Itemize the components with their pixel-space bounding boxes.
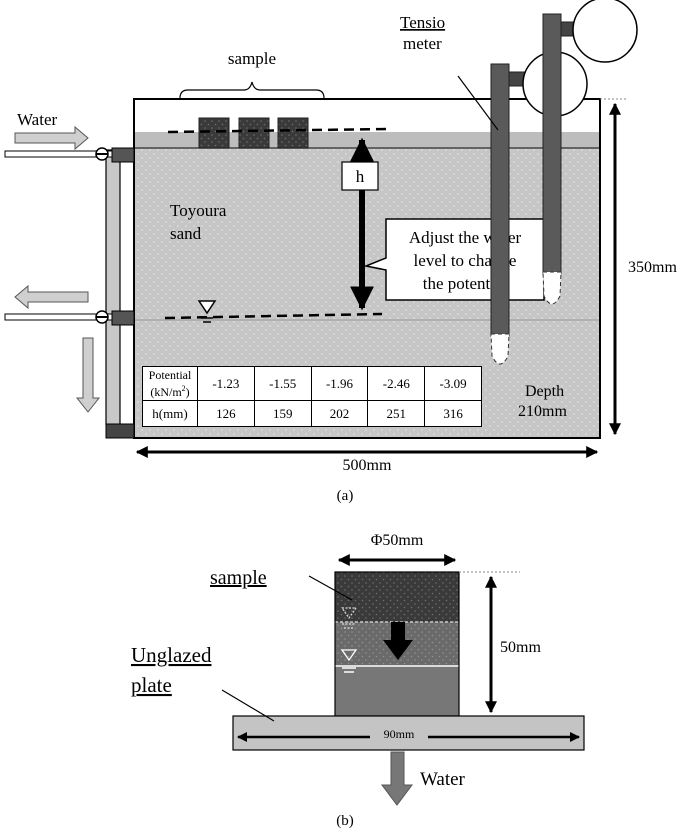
table-cell: -1.23: [197, 366, 255, 401]
water-in-arrow-icon: [14, 125, 89, 151]
unglazed-label-line2: plate: [131, 673, 172, 697]
drain-down-arrow-icon: [75, 337, 101, 413]
figure-b: Φ50mm 50mm sample 90mm Unglazed plate Wa…: [131, 532, 585, 829]
h-label: h: [356, 167, 365, 186]
tank-outline: [133, 98, 601, 439]
sample-cell-3: [277, 117, 309, 149]
caption-b: (b): [336, 813, 354, 829]
table-cell: -1.55: [253, 366, 312, 401]
table-row: Potential (kN/m2) -1.23 -1.55 -1.96 -2.4…: [142, 366, 482, 401]
table-cell: -3.09: [424, 366, 482, 401]
drainage-arrow-icon: [383, 622, 413, 660]
upper-water-symbol-icon: [340, 607, 358, 620]
upper-connector: [111, 147, 135, 163]
table-cell: 202: [310, 400, 369, 427]
sample-cell-1: [198, 117, 230, 149]
height-dimension-label: 350mm: [628, 259, 677, 276]
table-cell: 251: [367, 400, 426, 427]
water-b-label: Water: [420, 769, 466, 790]
table-row: h(mm) 126 159 202 251 316: [142, 400, 482, 427]
water-label: Water: [17, 110, 57, 129]
h-label-box: [341, 161, 379, 191]
tensio-label-line1: Tensio: [400, 13, 445, 32]
tensiometer-left: [490, 51, 588, 365]
width-dimension-label: 500mm: [343, 457, 392, 474]
sample-b-leader-line: [308, 575, 353, 601]
sample-cell-2: [238, 117, 270, 149]
standpipe-base: [105, 423, 135, 439]
table-cell: 316: [424, 400, 482, 427]
tensio-label-line2: meter: [403, 34, 442, 53]
column-height-label: 50mm: [500, 639, 541, 656]
caption-a: (a): [337, 488, 354, 504]
plate-width-label: 90mm: [384, 727, 415, 741]
sample-b-label: sample: [210, 567, 267, 589]
tensio-leader-line: [457, 75, 499, 131]
upper-level-dashed-line: [167, 127, 389, 134]
figure-a: Water sample h Adjust the water level to…: [4, 0, 677, 504]
unglazed-leader-line: [221, 689, 275, 722]
sample-column-top: [335, 572, 459, 622]
lower-water-symbol-icon: [340, 649, 358, 662]
tensiometer-right: [542, 0, 638, 305]
sample-column-bottom: [335, 666, 459, 716]
sample-label: sample: [228, 49, 276, 68]
toyoura-label-line2: sand: [170, 224, 202, 243]
depth-label-line1: Depth: [525, 383, 564, 400]
potential-table-container: Potential (kN/m2) -1.23 -1.55 -1.96 -2.4…: [142, 366, 482, 427]
table-header-h: h(mm): [142, 400, 198, 427]
adjust-callout-line3: the potential: [423, 274, 508, 293]
table-header-potential: Potential (kN/m2): [142, 366, 198, 401]
water-out-b-arrow-icon: [381, 751, 413, 806]
water-table-symbol-icon: [197, 300, 217, 315]
lower-connector: [111, 310, 135, 326]
sample-bracket: [179, 81, 325, 99]
unglazed-label-line1: Unglazed: [131, 643, 212, 667]
table-cell: 126: [197, 400, 255, 427]
table-cell: 159: [253, 400, 312, 427]
standpipe: [105, 149, 121, 426]
tensiometer-gauge-right-icon: [572, 0, 638, 63]
potential-table: Potential (kN/m2) -1.23 -1.55 -1.96 -2.4…: [142, 366, 482, 427]
table-cell: -2.46: [367, 366, 426, 401]
diameter-label: Φ50mm: [371, 532, 424, 549]
water-out-arrow-icon: [14, 284, 89, 310]
depth-label-line2: 210mm: [518, 403, 567, 420]
table-cell: -1.96: [310, 366, 369, 401]
toyoura-label-line1: Toyoura: [170, 201, 227, 220]
